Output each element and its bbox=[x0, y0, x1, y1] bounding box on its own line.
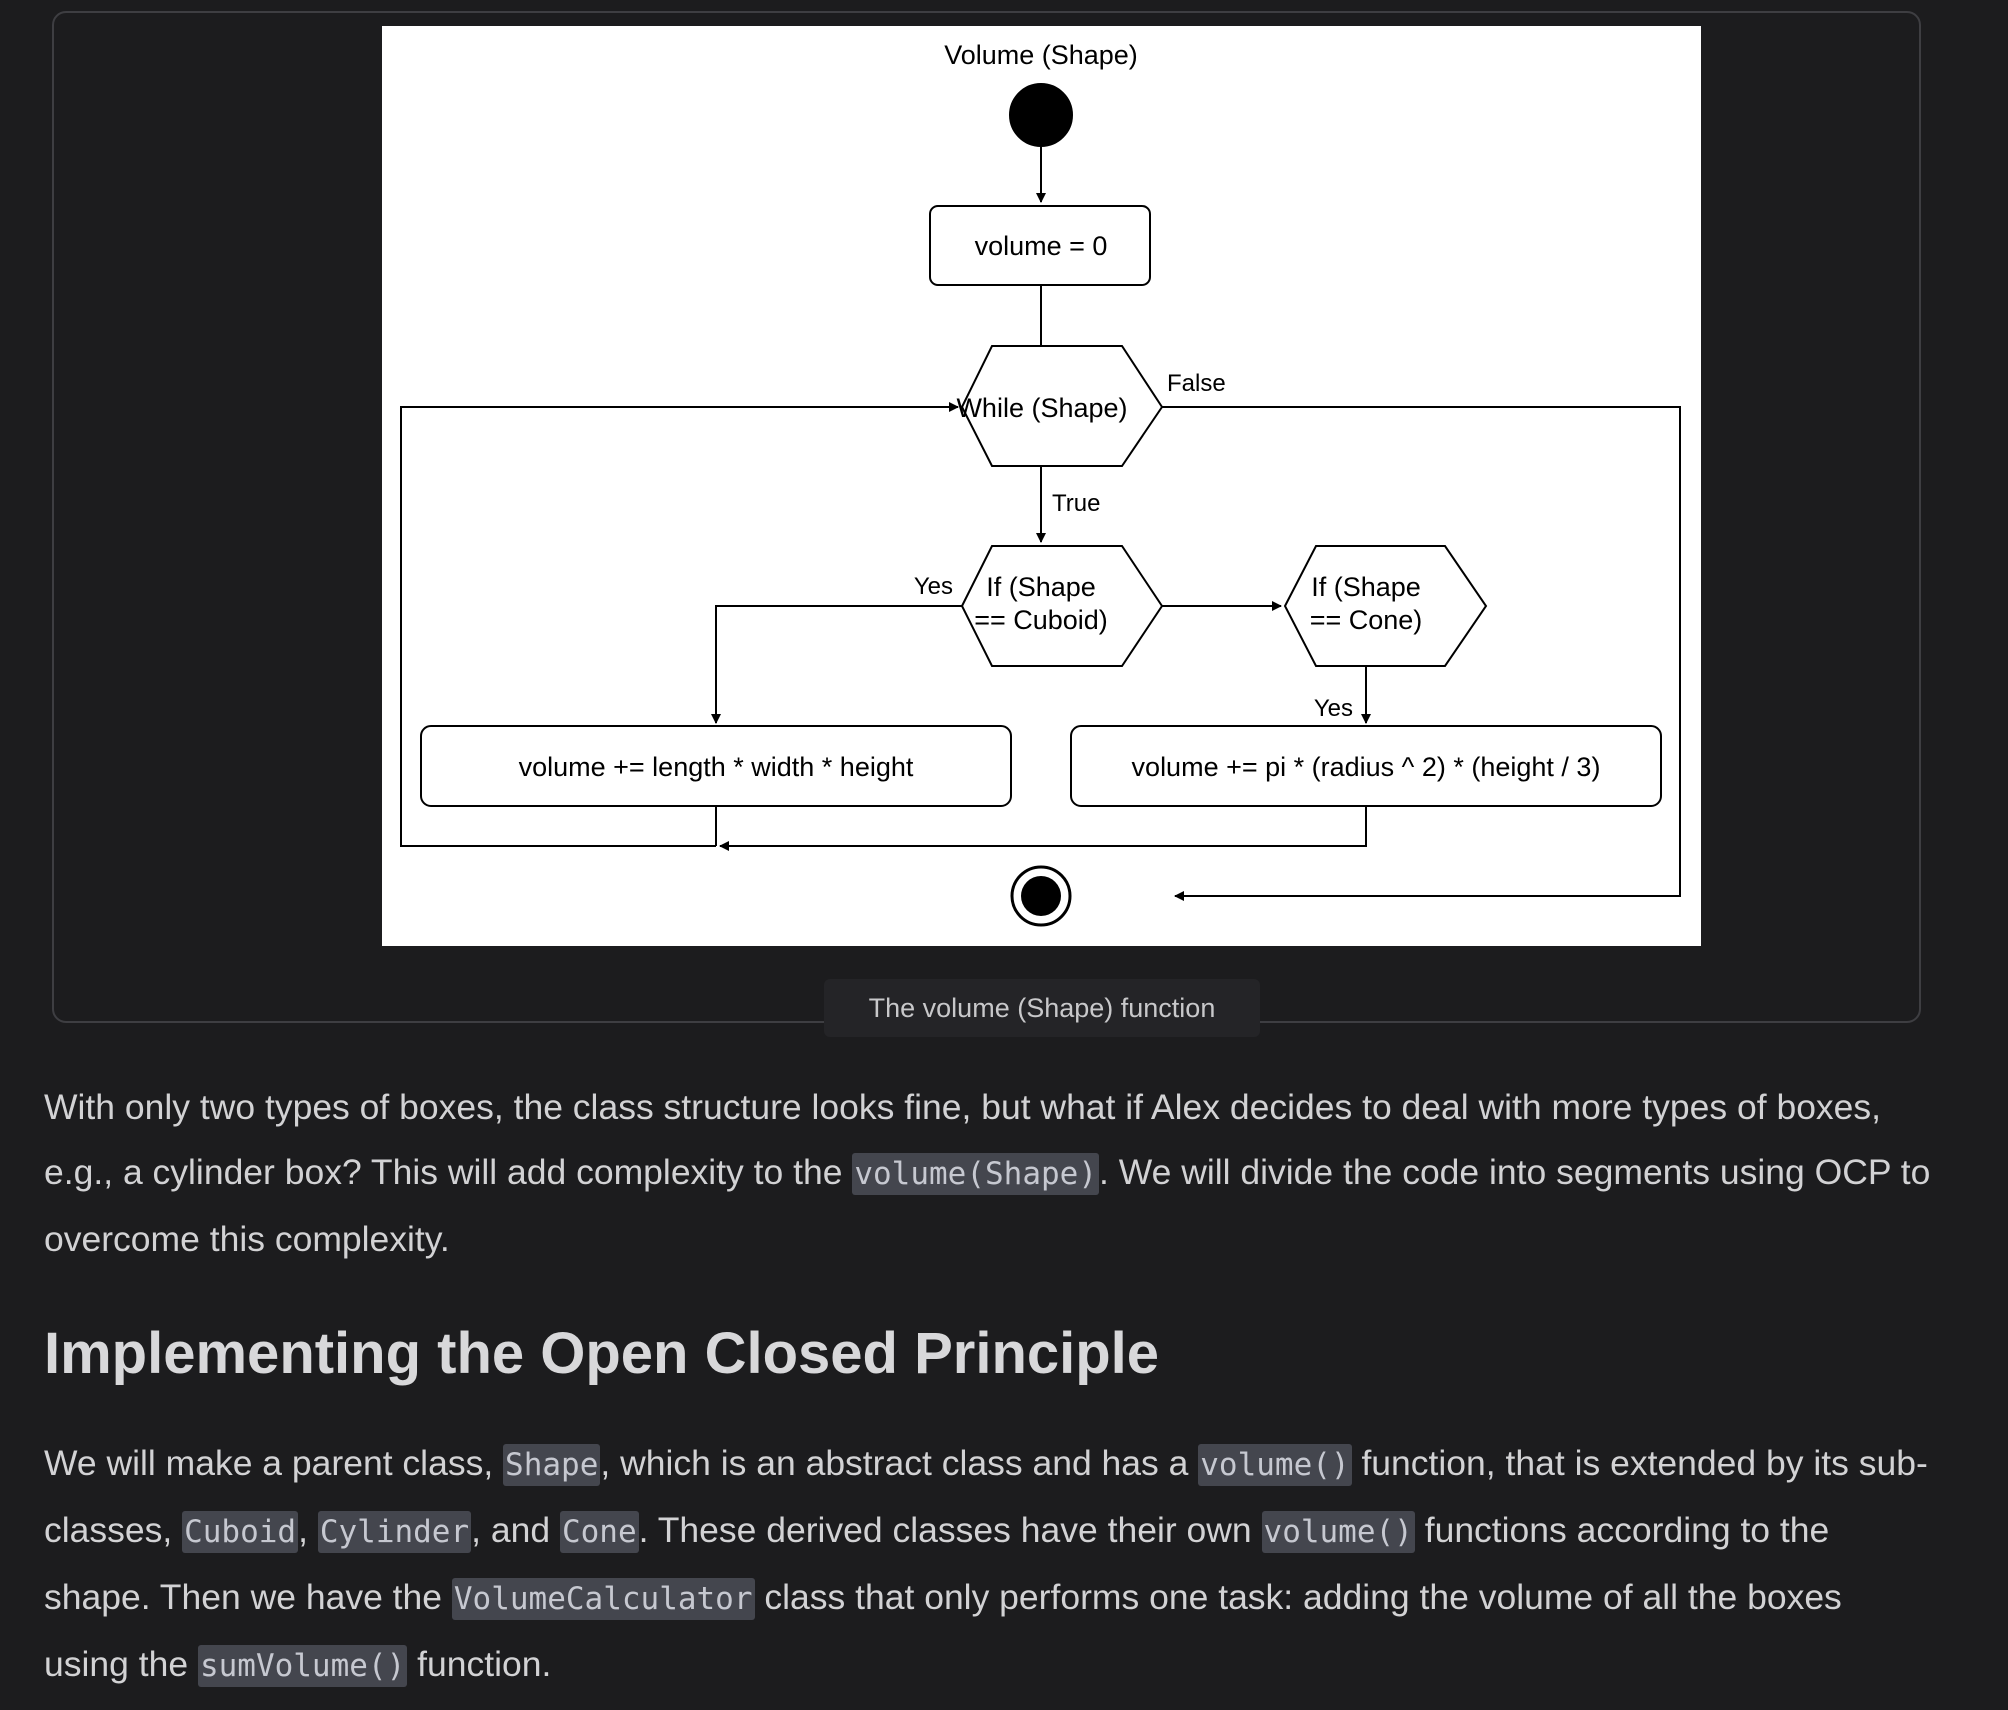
if-cuboid-label-line1: If (Shape bbox=[986, 572, 1096, 602]
code-cone: Cone bbox=[559, 1511, 639, 1553]
init-label: volume = 0 bbox=[975, 231, 1108, 261]
section-heading: Implementing the Open Closed Principle bbox=[44, 1321, 1160, 1386]
para2-text-4: , bbox=[298, 1510, 318, 1550]
code-volume: volume() bbox=[1198, 1444, 1352, 1486]
activity-diagram-svg: Volume (Shape) volume = 0 While (Shape) … bbox=[400, 40, 1681, 927]
if-cone-label-line1: If (Shape bbox=[1311, 572, 1421, 602]
if-cuboid-label-line2: == Cuboid) bbox=[974, 605, 1108, 635]
para2-text-3: function, that is extended by its sub-cl… bbox=[44, 1443, 1928, 1550]
cuboid-action-label: volume += length * width * height bbox=[519, 752, 914, 782]
activity-diagram: Volume (Shape) volume = 0 While (Shape) … bbox=[382, 26, 1701, 946]
figure-container: Volume (Shape) volume = 0 While (Shape) … bbox=[52, 11, 1921, 1037]
start-node bbox=[1009, 83, 1073, 147]
code-cylinder: Cylinder bbox=[317, 1511, 472, 1553]
true-label: True bbox=[1052, 490, 1100, 517]
end-node bbox=[1021, 876, 1061, 916]
para2-text-2: , which is an abstract class and has a bbox=[600, 1443, 1199, 1483]
if-cone-hexagon bbox=[1283, 545, 1488, 667]
code-volume-calculator: VolumeCalculator bbox=[451, 1578, 755, 1620]
false-label: False bbox=[1167, 370, 1226, 397]
if-cone-label-line2: == Cone) bbox=[1310, 605, 1423, 635]
while-label: While (Shape) bbox=[956, 393, 1127, 423]
code-shape: Shape bbox=[503, 1444, 601, 1486]
para2-text-5: , and bbox=[471, 1510, 560, 1550]
figure-caption: The volume (Shape) function bbox=[824, 979, 1260, 1037]
para2-text-1: We will make a parent class, bbox=[44, 1443, 504, 1483]
diagram-title: Volume (Shape) bbox=[944, 40, 1138, 70]
yes-label-right: Yes bbox=[1314, 695, 1353, 722]
yes-label-left: Yes bbox=[914, 573, 953, 600]
code-volume-2: volume() bbox=[1261, 1511, 1415, 1553]
para2-text-7: functions according to the shape. Then w… bbox=[44, 1510, 1830, 1617]
article-content: With only two types of boxes, the class … bbox=[44, 1075, 1934, 1699]
para2-text-9: function. bbox=[407, 1644, 552, 1684]
para2-text-6: . These derived classes have their own bbox=[638, 1510, 1262, 1550]
para2-text-8: class that only performs one task: addin… bbox=[44, 1577, 1842, 1684]
code-cuboid: Cuboid bbox=[182, 1511, 299, 1553]
cone-action-label: volume += pi * (radius ^ 2) * (height / … bbox=[1132, 752, 1601, 782]
para1-text-2: . We will divide the code into segments … bbox=[44, 1152, 1931, 1259]
code-sum-volume: sumVolume() bbox=[197, 1645, 408, 1687]
paragraph-1: With only two types of boxes, the class … bbox=[44, 1075, 1934, 1272]
paragraph-2: We will make a parent class, Shape, whic… bbox=[44, 1431, 1934, 1699]
code-volume-shape: volume(Shape) bbox=[852, 1153, 1099, 1195]
para1-text-1: With only two types of boxes, the class … bbox=[44, 1087, 1882, 1192]
